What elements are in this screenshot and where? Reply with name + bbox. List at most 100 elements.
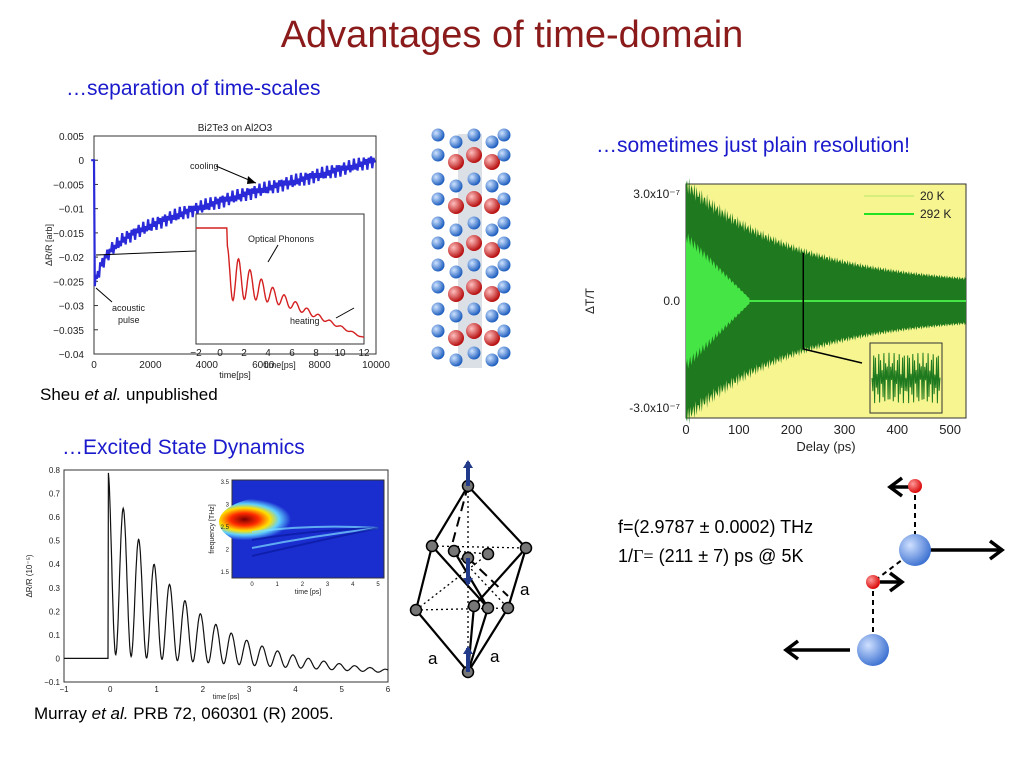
lattice-node (425, 539, 439, 553)
inset-y-tick-label: 3.5 (221, 480, 230, 486)
data-series-line (91, 156, 376, 287)
inset-x-tick-label: 2 (301, 582, 305, 588)
atom-blue (485, 223, 499, 237)
y-axis-label: ΔR/R [arb] (44, 224, 54, 266)
annotation-pulse: pulse (118, 315, 140, 325)
x-tick-label: 400 (886, 422, 908, 437)
atom-blue (485, 135, 499, 149)
atom-blue (431, 324, 445, 338)
atom-red (466, 279, 482, 295)
lattice-edge (467, 485, 527, 549)
heatmap-hotspot (219, 496, 335, 548)
atom-blue (431, 192, 445, 206)
atom-blue (497, 324, 511, 338)
inset-frame (195, 213, 365, 345)
atom-blue (431, 216, 445, 230)
atom-blue (431, 236, 445, 250)
atom-blue (431, 280, 445, 294)
x-tick-label: 0 (91, 360, 97, 371)
atom-blue (449, 135, 463, 149)
annotation-arrow (267, 244, 279, 263)
phonon-mode-diagram (783, 476, 1005, 666)
x-tick-label: 300 (834, 422, 856, 437)
atom-blue (485, 353, 499, 367)
caption-sheu: Sheu et al. unpublished (40, 385, 218, 404)
y-tick-label: 0.7 (49, 490, 61, 499)
y-tick-label: 3.0x10⁻⁷ (633, 187, 680, 201)
atom-blue (497, 148, 511, 162)
atom-blue (485, 179, 499, 193)
atom-blue (431, 128, 445, 142)
lattice-dotted-edge (453, 550, 509, 609)
atom-red (448, 154, 464, 170)
atom-blue (497, 236, 511, 250)
lattice-dotted-edge (415, 553, 489, 611)
x-tick-label: 100 (728, 422, 750, 437)
y-tick-label: 0.6 (49, 513, 61, 522)
y-tick-label: −0.005 (53, 180, 84, 191)
atom-red (484, 242, 500, 258)
inset-x-tick-label: 5 (376, 582, 380, 588)
inset-x-tick-label: 6 (289, 348, 295, 359)
y-axis-label: ΔR/R (10⁻⁵) (25, 554, 34, 597)
inset-pointer-line (95, 250, 197, 256)
atom-blue (449, 223, 463, 237)
atom-blue (467, 128, 481, 142)
lattice-edge (415, 609, 469, 673)
lattice-edge (414, 545, 434, 611)
lattice-node (447, 544, 461, 558)
x-tick-label: 2 (201, 685, 206, 694)
annotation-arrow (95, 287, 113, 303)
heatmap-fringe (251, 527, 379, 541)
arrow-left-long-head (783, 639, 800, 661)
y-tick-label: −0.04 (59, 350, 85, 361)
lattice-edge (431, 545, 489, 609)
x-tick-label: 0 (682, 422, 689, 437)
x-tick-label: 5 (339, 685, 344, 694)
atom-red (484, 154, 500, 170)
lattice-node (409, 603, 423, 617)
y-tick-label: 0.5 (49, 537, 61, 546)
atom-red (448, 330, 464, 346)
x-tick-label: 8000 (308, 360, 331, 371)
x-tick-label: 2000 (139, 360, 162, 371)
atom-blue (431, 258, 445, 272)
atom-red (448, 242, 464, 258)
y-axis-label: ΔT/T (583, 287, 597, 314)
y-tick-label: 0.4 (49, 560, 61, 569)
x-tick-label: −1 (59, 685, 69, 694)
data-series-line (64, 472, 389, 673)
atom-red (466, 147, 482, 163)
annotation-arrow (335, 307, 355, 319)
lattice-label-a-3: a (490, 647, 500, 666)
lattice-node (519, 541, 533, 555)
atom-blue (497, 128, 511, 142)
inset-data-line (196, 227, 365, 338)
lattice-label-a-2: a (428, 649, 438, 668)
inset-x-tick-label: 0 (250, 582, 254, 588)
atom-blue (467, 258, 481, 272)
x-axis-label: time[ps] (219, 370, 251, 380)
y-tick-label: 0.3 (49, 584, 61, 593)
atom-red (466, 235, 482, 251)
chart-title: Bi2Te3 on Al2O3 (198, 123, 273, 134)
arrow-right-small-head (888, 571, 905, 593)
atom-blue (467, 216, 481, 230)
atom-blue (449, 309, 463, 323)
atom-red (484, 330, 500, 346)
heatmap-fringe (251, 527, 379, 557)
y-tick-label: 0.8 (49, 466, 61, 475)
annotation-acoustic: acoustic (112, 303, 146, 313)
inset-x-tick-label: 12 (358, 348, 370, 359)
atom-blue (497, 172, 511, 186)
lattice-node (501, 601, 515, 615)
x-tick-label: 3 (247, 685, 252, 694)
displacement-arrow-head (463, 460, 473, 468)
inset-x-tick-label: 4 (265, 348, 271, 359)
y-tick-label: −0.01 (59, 205, 85, 216)
subtitle-timescales: …separation of time-scales (66, 77, 321, 100)
subtitle-resolution: …sometimes just plain resolution! (596, 134, 910, 157)
y-tick-label: −0.03 (59, 302, 85, 313)
